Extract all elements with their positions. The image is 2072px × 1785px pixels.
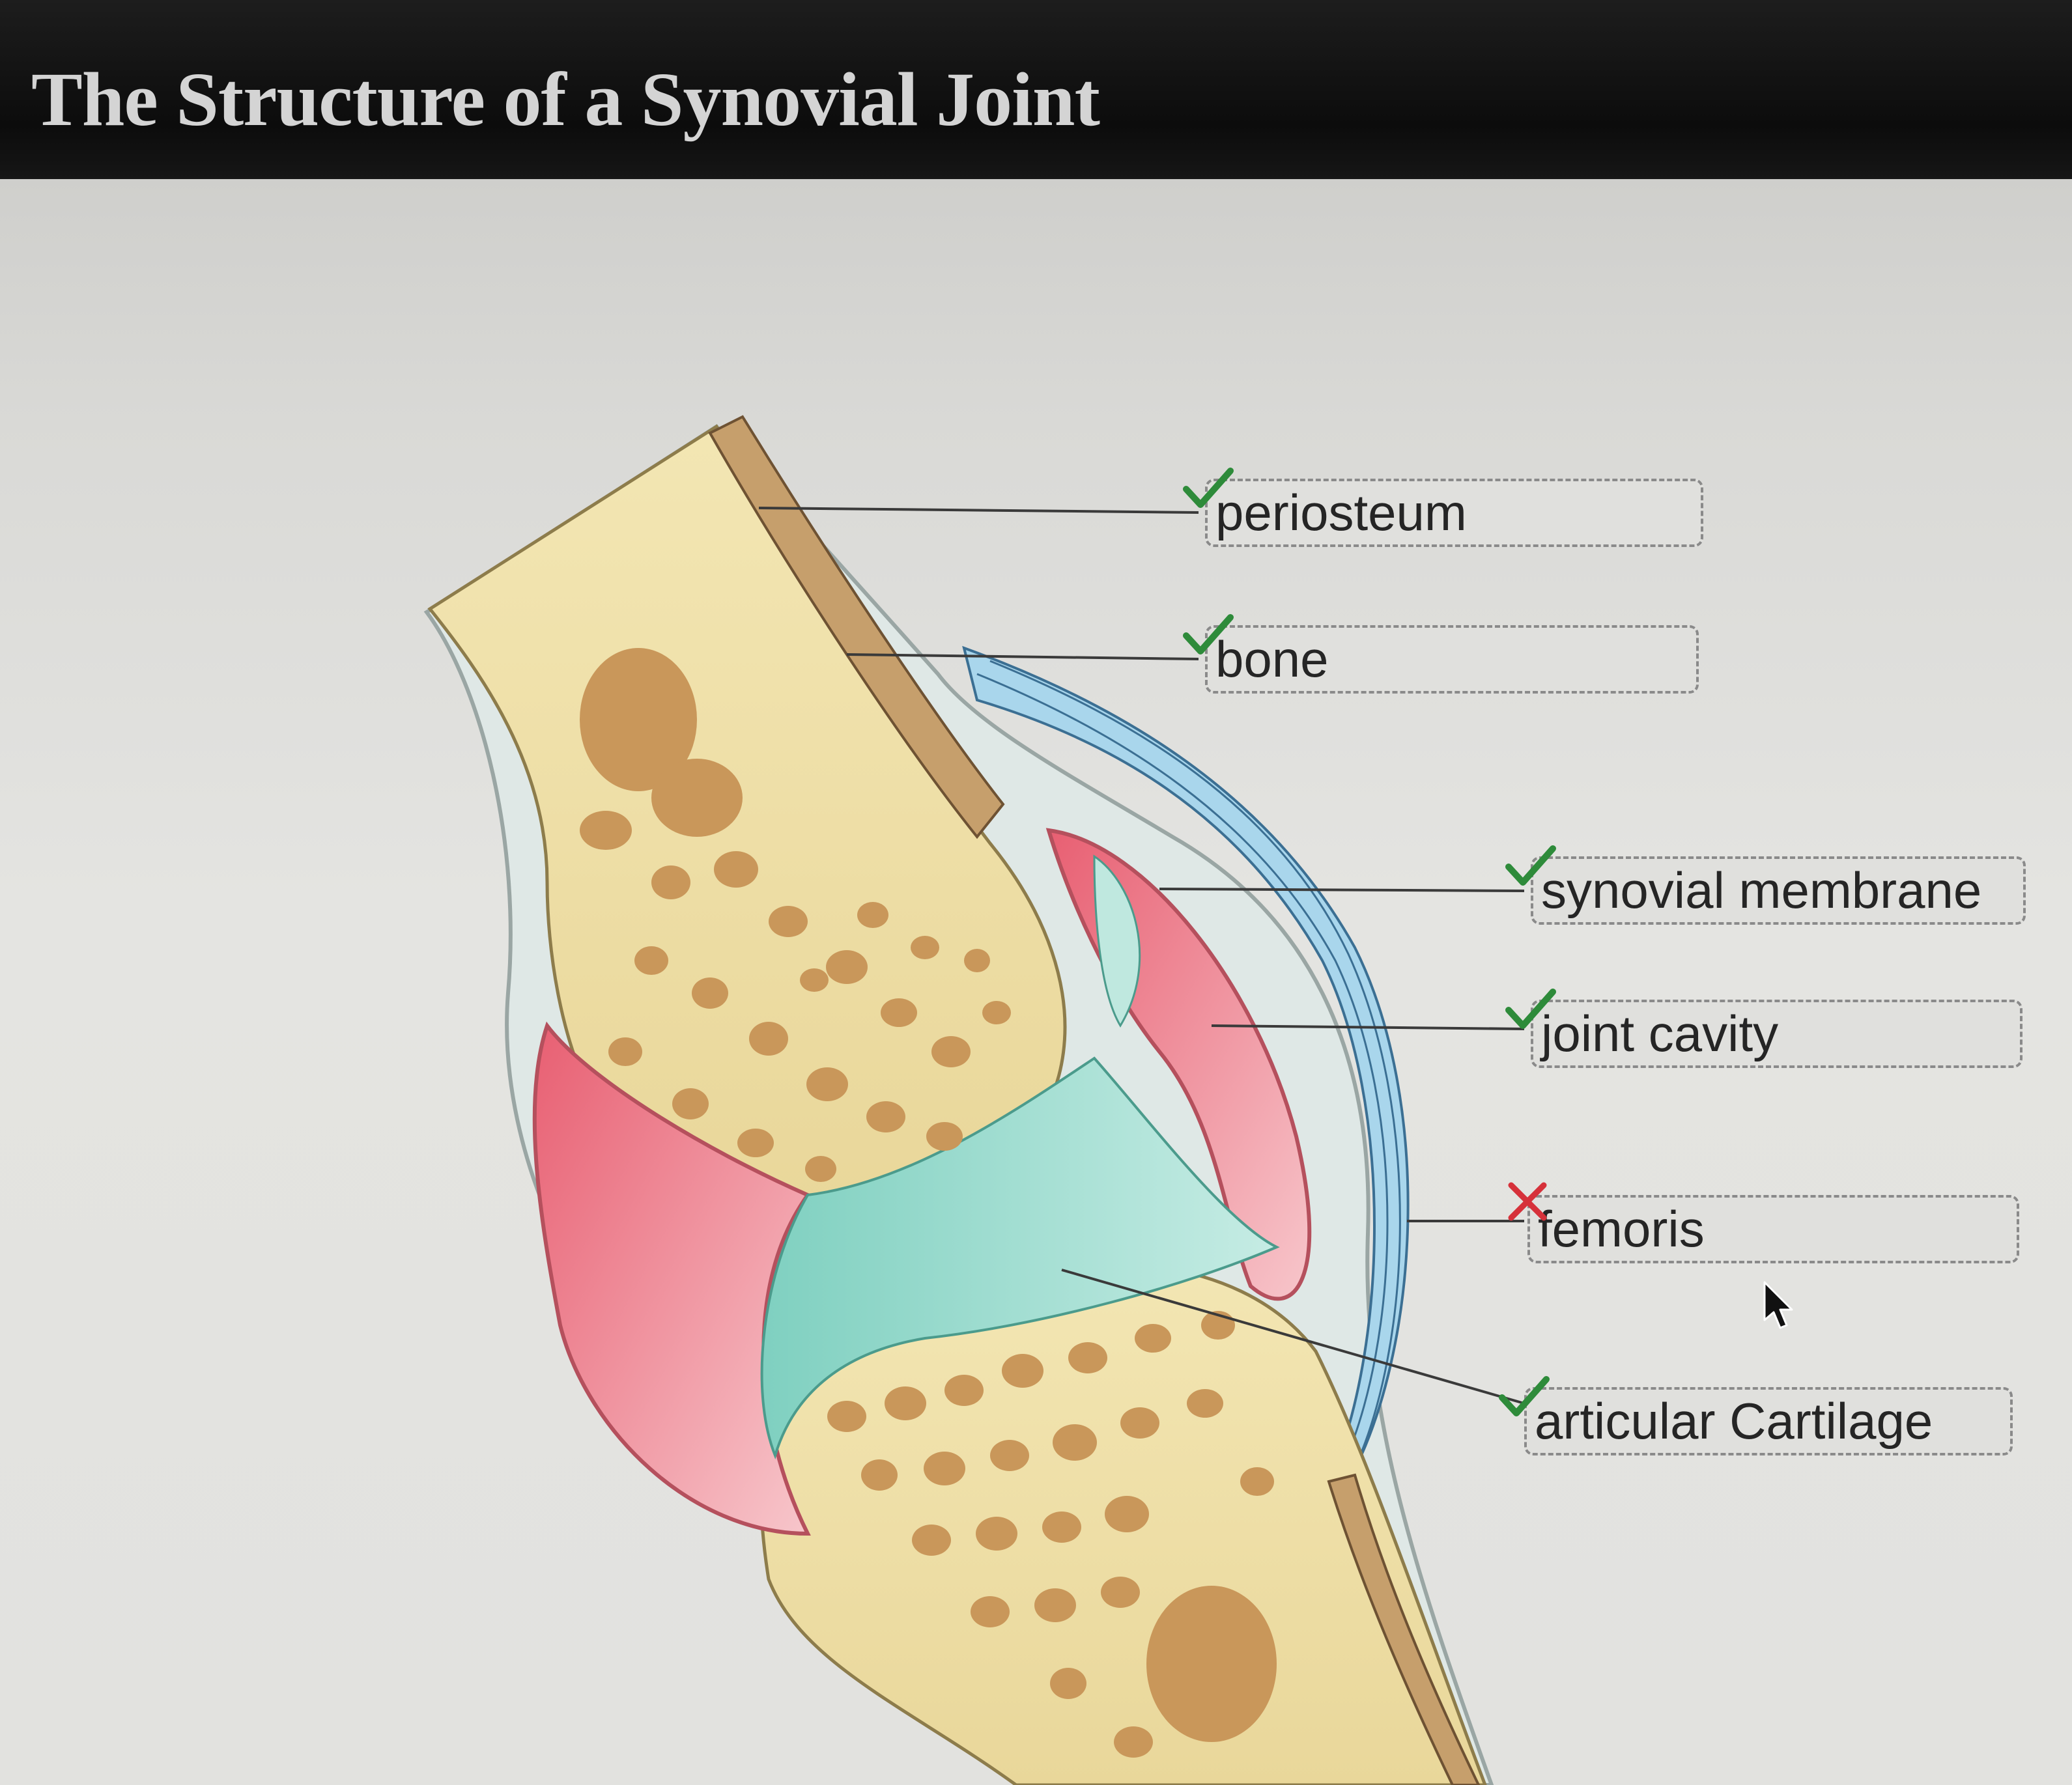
label-drop-zone-bone[interactable]: bone (1205, 625, 1699, 694)
checkmark-icon (1183, 614, 1234, 654)
label-text: synovial membrane (1541, 862, 1982, 919)
synovial-joint-diagram (423, 415, 1525, 1785)
spongy-bone-upper (580, 648, 1011, 1182)
label-drop-zone-synovial-membrane[interactable]: synovial membrane (1531, 856, 2026, 925)
label-drop-zone-joint-cavity[interactable]: joint cavity (1531, 1000, 2022, 1068)
label-text: joint cavity (1541, 1005, 1779, 1062)
header-bar: The Structure of a Synovial Joint (0, 0, 2072, 179)
checkmark-icon (1183, 468, 1234, 508)
label-drop-zone-articular-cartilage[interactable]: articular Cartilage (1524, 1387, 2013, 1455)
periosteum-strip (708, 415, 1005, 839)
label-text: periosteum (1215, 484, 1467, 541)
checkmark-icon (1499, 1376, 1550, 1416)
mouse-cursor-icon (1763, 1281, 1793, 1329)
joint-cavity-left (532, 1021, 811, 1536)
label-text: bone (1215, 630, 1329, 688)
label-drop-zone-femoris[interactable]: femoris (1527, 1195, 2019, 1263)
page-title: The Structure of a Synovial Joint (31, 57, 1100, 142)
checkmark-icon (1505, 989, 1556, 1029)
checkmark-icon (1505, 845, 1556, 886)
label-drop-zone-periosteum[interactable]: periosteum (1205, 479, 1703, 547)
cross-icon (1508, 1182, 1547, 1221)
spongy-bone-lower (827, 1311, 1277, 1758)
leader-lines (758, 507, 1525, 1405)
label-text: articular Cartilage (1535, 1392, 1933, 1450)
content-area: periosteum bone synovial membrane joint … (0, 179, 2072, 1785)
label-text: femoris (1538, 1200, 1705, 1258)
